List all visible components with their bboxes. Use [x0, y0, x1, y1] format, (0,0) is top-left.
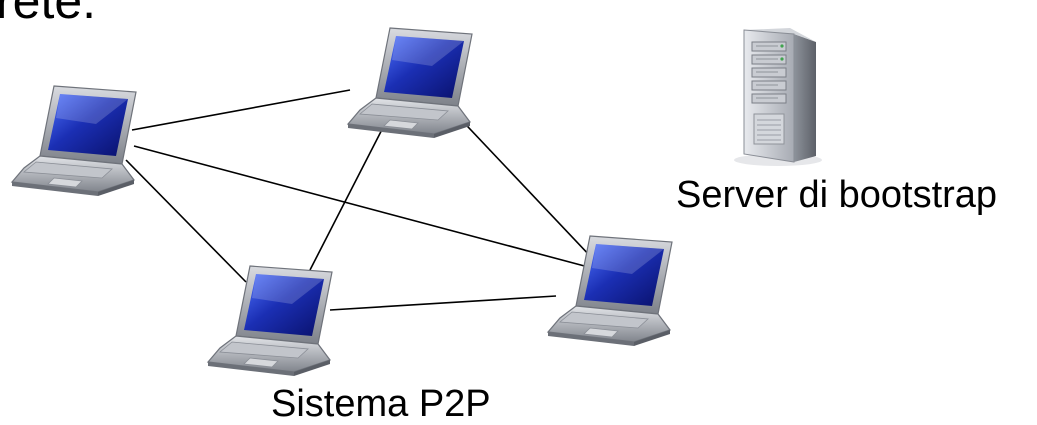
laptop-icon: [206, 265, 333, 376]
server-label: Server di bootstrap: [676, 174, 998, 216]
link-peer-left-peer-bottom: [125, 159, 247, 283]
link-peer-top-peer-right: [451, 109, 593, 259]
link-peer-bottom-peer-right: [329, 295, 557, 311]
link-peer-left-peer-top: [131, 89, 351, 131]
laptop-icon: [10, 85, 137, 196]
link-peer-left-peer-right: [133, 145, 593, 269]
laptop-icon: [546, 235, 673, 346]
heading-fragment: rete.: [0, 0, 97, 29]
server-tower-icon: [734, 28, 822, 166]
link-peer-top-peer-bottom: [309, 109, 393, 271]
p2p-links: [125, 89, 593, 311]
p2p-peers: [10, 27, 673, 376]
laptop-icon: [346, 27, 473, 138]
p2p-system-label: Sistema P2P: [271, 383, 491, 425]
